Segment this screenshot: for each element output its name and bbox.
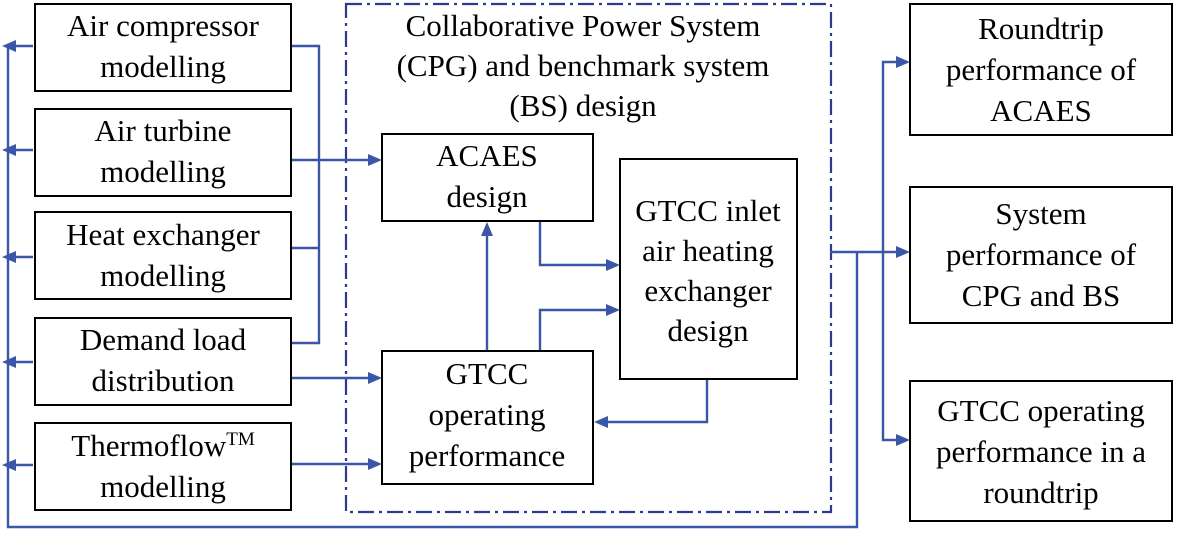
feedback-arrow-heat-exchanger (2, 251, 16, 263)
roundtrip-acaes-box (909, 3, 1173, 136)
acaes-design-line1: ACAES (436, 138, 538, 173)
heat-exchanger-line1: Heat exchanger (66, 217, 260, 252)
frame-title-line3: (BS) design (509, 88, 657, 123)
air-turbine-box (34, 108, 292, 197)
thermoflow-superscript: TM (226, 429, 255, 450)
gtcc-operating-line1: GTCC (446, 356, 529, 391)
gtcc-operating-line2: operating (428, 397, 545, 432)
demand-load-box (34, 317, 292, 406)
roundtrip-acaes-line3: ACAES (990, 93, 1092, 128)
arrow-to-roundtrip-acaes (896, 56, 910, 68)
arrow-acaes-to-inlet (606, 259, 620, 271)
gtcc-inlet-line1: GTCC inlet (635, 193, 781, 228)
gtcc-inlet-line3: exchanger (644, 273, 772, 308)
demand-load-line2: distribution (92, 363, 235, 398)
thermoflow-box (34, 422, 292, 511)
acaes-design-box (381, 133, 594, 222)
gtcc-to-inlet-line (538, 308, 611, 351)
gtcc-roundtrip-line2: performance in a (936, 434, 1146, 469)
roundtrip-acaes-line2: performance of (946, 52, 1137, 87)
air-turbine-line1: Air turbine (95, 113, 232, 148)
gtcc-roundtrip-line1: GTCC operating (937, 393, 1145, 428)
arrow-demand-to-gtcc (368, 372, 382, 384)
heat-exchanger-line2: modelling (100, 258, 226, 293)
system-performance-box (909, 186, 1173, 324)
frame-title-line2: (CPG) and benchmark system (397, 48, 770, 83)
air-compressor-line1: Air compressor (67, 8, 260, 43)
roundtrip-acaes-line1: Roundtrip (978, 11, 1104, 46)
gtcc-roundtrip-line3: roundtrip (983, 475, 1098, 510)
thermoflow-line2: modelling (100, 469, 226, 504)
frame-title-line1: Collaborative Power System (406, 8, 761, 43)
air-compressor-box (34, 3, 292, 92)
inlet-to-gtcc-line (603, 379, 709, 424)
system-performance-line1: System (995, 196, 1086, 231)
output-branch-line (830, 60, 900, 442)
gtcc-inlet-line4: design (668, 313, 749, 348)
feedback-stubs (14, 44, 33, 467)
design-stage-frame (344, 2, 833, 514)
feedback-bus-line (6, 46, 859, 529)
gtcc-inlet-box (619, 158, 798, 380)
acaes-design-line2: design (447, 179, 528, 214)
arrow-inlet-to-gtcc (594, 416, 608, 428)
arrow-into-acaes (368, 154, 382, 166)
air-compressor-line2: modelling (100, 49, 226, 84)
feedback-arrow-turbine (2, 144, 16, 156)
feedback-arrow-thermoflow (2, 459, 16, 471)
heat-exchanger-box (34, 211, 292, 300)
system-performance-line2: performance of (946, 237, 1137, 272)
thermoflow-main-text: Thermoflow (71, 428, 227, 463)
gtcc-inlet-line2: air heating (642, 233, 774, 268)
feedback-arrow-demand-load (2, 356, 16, 368)
arrow-gtcc-to-acaes (481, 222, 493, 236)
acaes-to-inlet-line (538, 221, 611, 267)
arrow-thermoflow-to-gtcc (368, 458, 382, 470)
feedback-arrow-compressor (2, 40, 16, 52)
arrow-to-gtcc-roundtrip (896, 434, 910, 446)
arrow-to-system-performance (896, 246, 910, 258)
demand-load-line1: Demand load (80, 322, 247, 357)
system-performance-line3: CPG and BS (962, 278, 1120, 313)
gtcc-roundtrip-box (909, 380, 1173, 522)
gtcc-operating-box (381, 350, 594, 485)
air-turbine-line2: modelling (100, 154, 226, 189)
gtcc-operating-line3: performance (409, 438, 566, 473)
arrow-gtcc-to-inlet (606, 304, 620, 316)
thermoflow-line1: ThermoflowTM (71, 428, 255, 463)
model-merge-line (291, 44, 372, 345)
